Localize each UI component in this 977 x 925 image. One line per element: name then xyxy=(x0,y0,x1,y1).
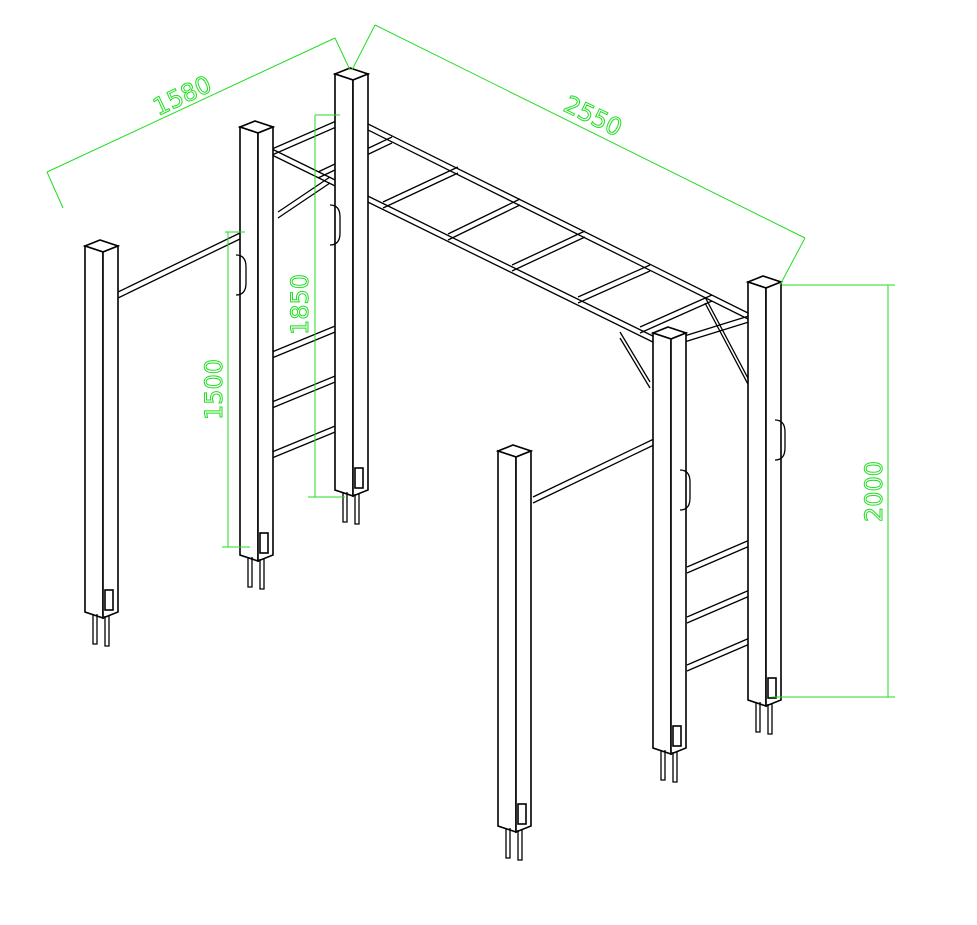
tube-edge xyxy=(447,204,521,241)
tube-edge xyxy=(511,230,586,266)
dimension-label-pullup-height: 1500 xyxy=(200,359,228,420)
ladder-rung-left xyxy=(271,373,341,409)
anchor-plate xyxy=(517,803,527,825)
posts-layer xyxy=(82,67,786,861)
post-front-face xyxy=(334,72,354,498)
monkey-rung xyxy=(639,294,713,334)
anchor-foot xyxy=(660,750,678,783)
tube-edge xyxy=(686,642,753,672)
tube-edge xyxy=(117,231,243,293)
tube-edge xyxy=(271,373,341,403)
grab-handle xyxy=(329,204,341,246)
tube-edge xyxy=(532,436,659,498)
tube-edge xyxy=(277,182,331,219)
post-ladder-right-back xyxy=(745,275,784,735)
grab-handle xyxy=(774,419,786,461)
ladder-rung-left xyxy=(271,323,341,359)
grab-handle xyxy=(235,254,247,296)
anchor-foot xyxy=(342,492,360,525)
bars-layer xyxy=(117,114,753,672)
tube-edge xyxy=(686,544,753,574)
post-front-face xyxy=(747,280,767,708)
pullup-bar-right xyxy=(532,436,659,504)
dimension-line-pullup-height xyxy=(222,231,250,548)
post-side-face xyxy=(515,449,532,834)
post-ladder-right-front xyxy=(650,326,689,783)
tube-edge xyxy=(639,300,713,334)
anchor-plate xyxy=(672,725,682,747)
tube-edge xyxy=(271,154,666,349)
grab-handle xyxy=(679,469,691,511)
anchor-foot xyxy=(247,557,265,590)
brace xyxy=(277,176,331,219)
anchor-plate xyxy=(354,467,364,489)
tube-edge xyxy=(277,176,331,213)
post-side-face xyxy=(670,331,687,756)
tube-edge xyxy=(686,588,753,618)
anchor-plate xyxy=(767,677,777,699)
dimension-line-depth xyxy=(46,37,351,209)
tube-edge xyxy=(447,198,521,235)
monkey-rung xyxy=(511,230,586,272)
ladder-rung-left xyxy=(271,423,341,459)
tube-edge xyxy=(117,237,243,299)
tube-edge xyxy=(532,442,659,504)
tube-edge xyxy=(271,423,341,453)
post-pullup-left-outer xyxy=(82,239,121,647)
dimension-label-depth: 1580 xyxy=(149,70,216,121)
tube-edge xyxy=(686,538,753,568)
tube-edge xyxy=(577,264,651,298)
ladder-rung-right xyxy=(686,636,753,672)
tube-edge xyxy=(349,114,753,316)
tube-edge xyxy=(271,323,341,353)
dimension-label-post-height: 2000 xyxy=(860,461,888,522)
monkey-rail-back xyxy=(349,114,753,322)
post-ladder-left-back xyxy=(332,67,371,525)
tube-edge xyxy=(686,594,753,624)
anchor-foot xyxy=(505,828,523,861)
tube-edge xyxy=(619,331,651,383)
dimension-label-length: 2550 xyxy=(559,90,626,142)
post-front-face xyxy=(239,125,259,563)
tube-edge xyxy=(704,296,751,383)
monkey-rung xyxy=(577,264,651,304)
tube-edge xyxy=(619,337,651,389)
ladder-rung-right xyxy=(686,538,753,574)
anchor-foot xyxy=(755,702,773,735)
tube-edge xyxy=(349,120,753,322)
post-front-face xyxy=(84,244,104,620)
anchor-foot xyxy=(92,614,110,647)
post-front-face xyxy=(497,449,517,834)
dimension-line-top-bar-height xyxy=(308,114,345,498)
tube-edge xyxy=(511,236,586,272)
tube-edge xyxy=(271,379,341,409)
dimension-label-top-bar-height: 1850 xyxy=(286,274,314,335)
tube-edge xyxy=(704,302,751,389)
post-ladder-left-front xyxy=(237,120,276,590)
brace xyxy=(704,296,751,389)
tube-edge xyxy=(382,172,459,209)
dimension-line-length xyxy=(351,24,806,286)
monkey-rung xyxy=(447,198,521,241)
ladder-rung-right xyxy=(686,588,753,624)
post-pullup-right-outer xyxy=(495,444,534,861)
post-side-face xyxy=(352,72,369,498)
anchor-plate xyxy=(104,589,114,611)
post-side-face xyxy=(102,244,119,620)
monkey-rung xyxy=(382,166,459,209)
pullup-bar-left xyxy=(117,231,243,299)
dimension-line-post-height xyxy=(772,284,895,698)
tube-edge xyxy=(271,329,341,359)
tube-edge xyxy=(639,294,713,328)
tube-edge xyxy=(271,429,341,459)
tube-edge xyxy=(577,270,651,304)
post-side-face xyxy=(257,125,274,563)
tube-edge xyxy=(686,636,753,666)
post-side-face xyxy=(765,280,782,708)
brace xyxy=(619,331,651,389)
tube-edge xyxy=(382,166,459,203)
post-front-face xyxy=(652,331,672,756)
anchor-plate xyxy=(259,532,269,554)
